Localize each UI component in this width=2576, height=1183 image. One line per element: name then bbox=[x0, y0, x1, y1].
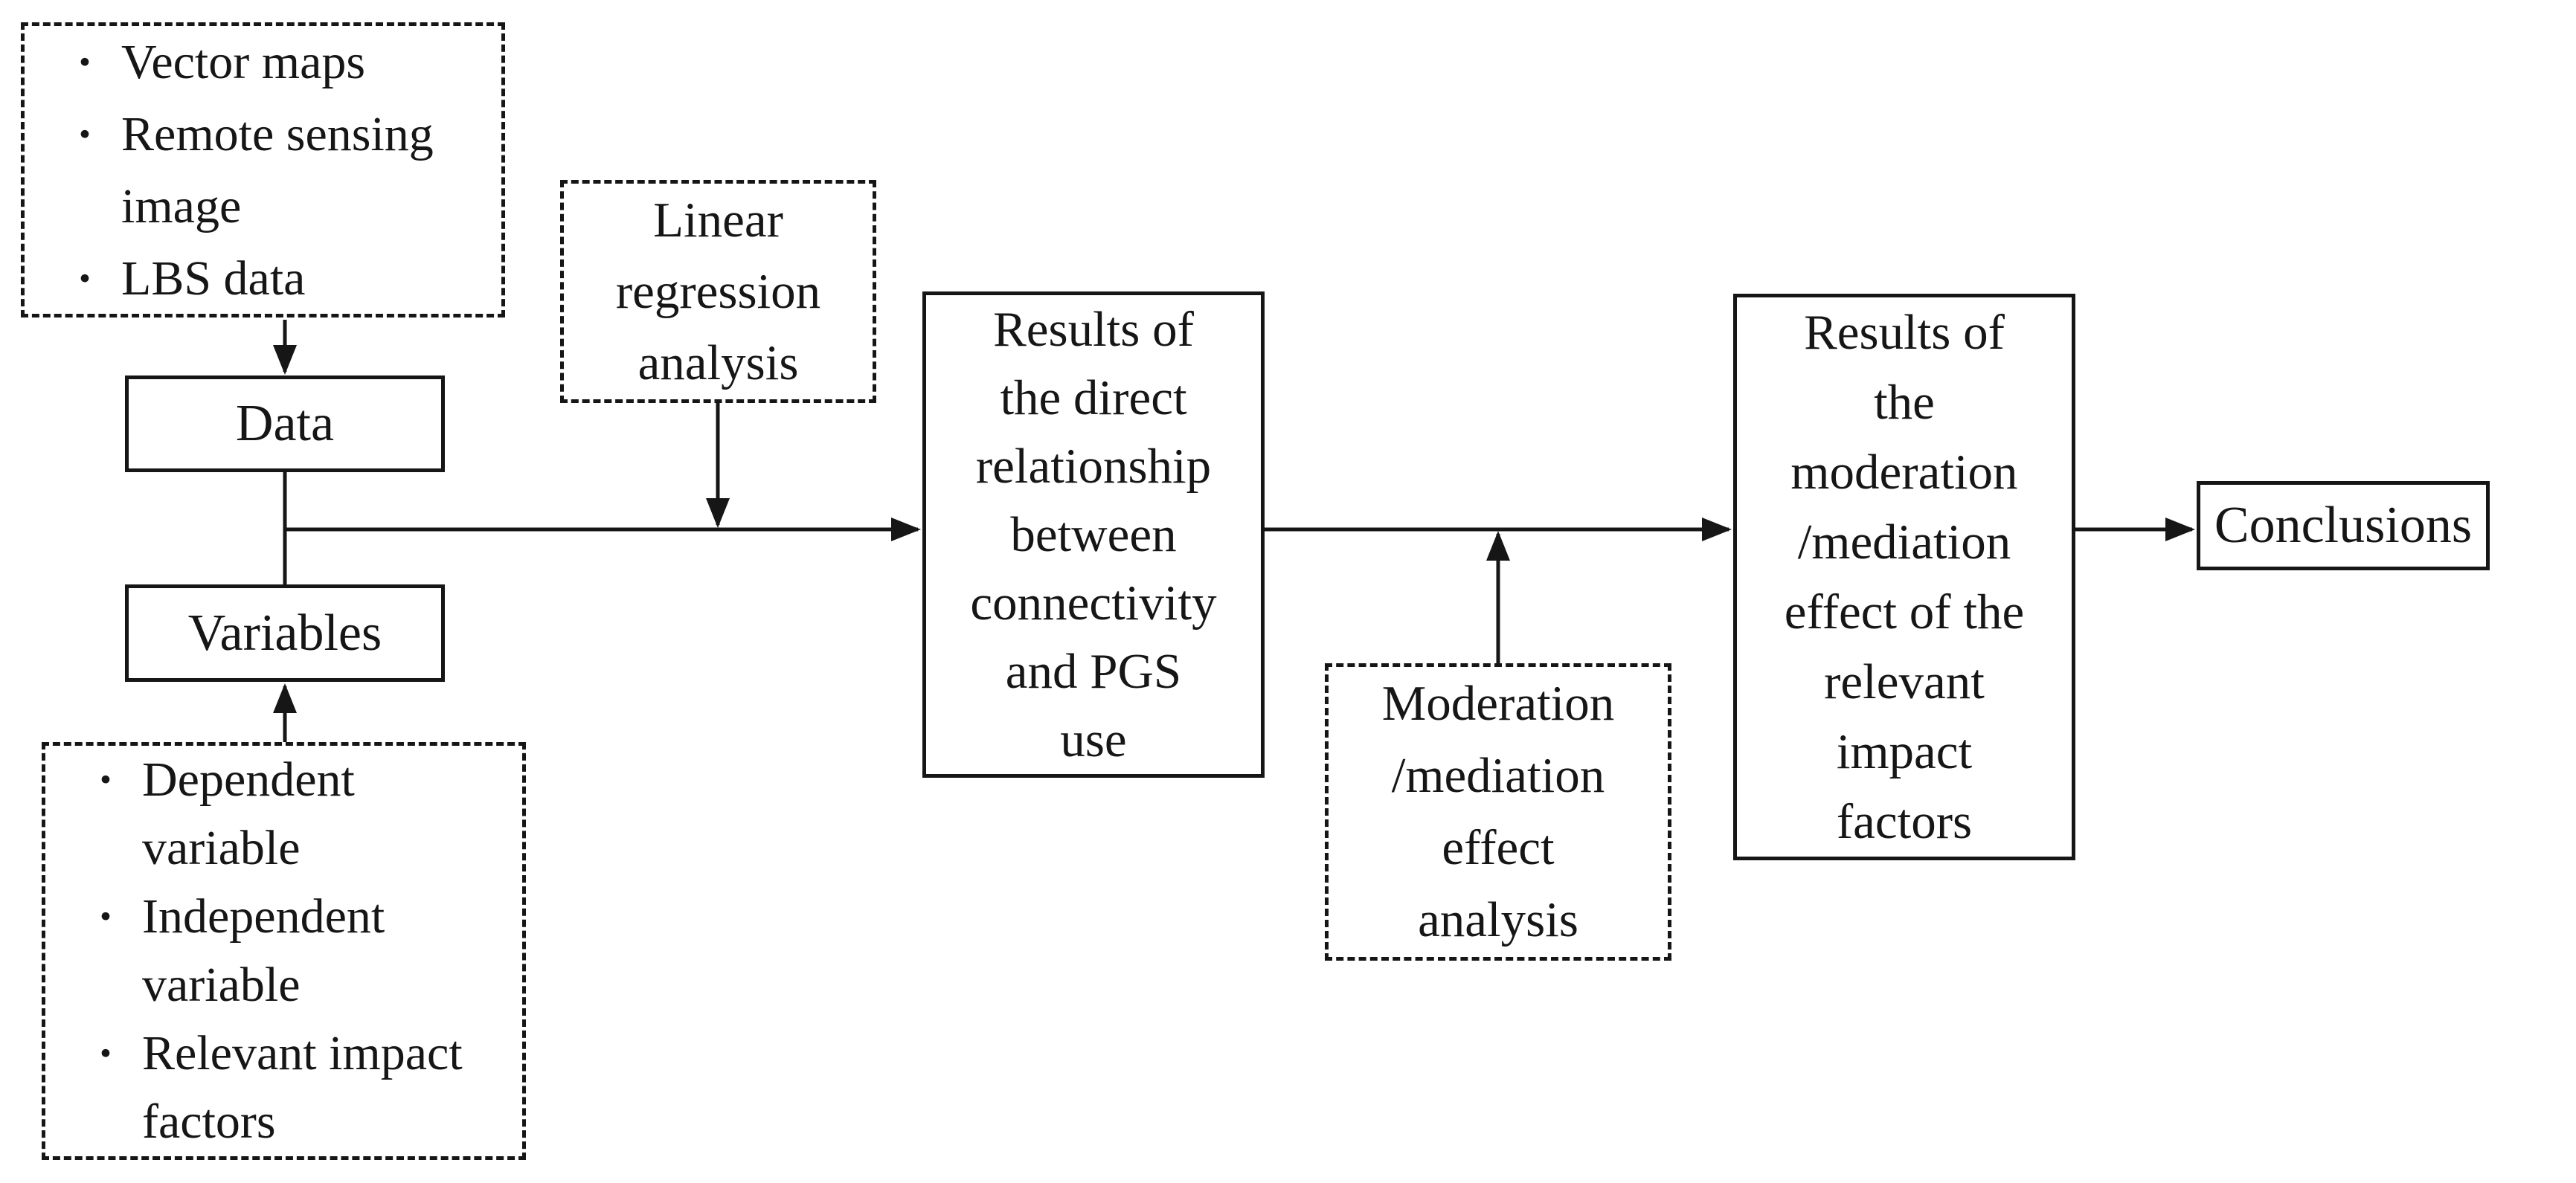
conclusions-label: Conclusions bbox=[2214, 497, 2473, 554]
moderation-analysis-label: Moderation /mediation effect analysis bbox=[1381, 676, 1615, 947]
variable-sources-list: Dependent variable Independent variable … bbox=[45, 746, 522, 1156]
direct-results-box: Results of the direct relationship betwe… bbox=[922, 291, 1265, 778]
list-item-relevant-impact-factors: Relevant impact factors bbox=[89, 1019, 501, 1156]
moderation-results-box: Results of the moderation /mediation eff… bbox=[1733, 294, 2075, 860]
data-sources-box: Vector maps Remote sensing image LBS dat… bbox=[21, 22, 505, 317]
list-item-independent-variable: Independent variable bbox=[89, 883, 501, 1019]
variable-sources-box: Dependent variable Independent variable … bbox=[42, 742, 526, 1160]
list-item-lbs-data: LBS data bbox=[68, 242, 481, 315]
list-item-remote-sensing-image: Remote sensing image bbox=[68, 98, 481, 242]
linear-regression-box: Linear regression analysis bbox=[560, 180, 876, 403]
moderation-results-label: Results of the moderation /mediation eff… bbox=[1784, 305, 2025, 849]
list-item-vector-maps: Vector maps bbox=[68, 26, 481, 98]
variables-box-label: Variables bbox=[187, 604, 382, 662]
data-box: Data bbox=[125, 375, 445, 472]
direct-results-label: Results of the direct relationship betwe… bbox=[970, 302, 1217, 767]
conclusions-box: Conclusions bbox=[2197, 481, 2490, 570]
variables-box: Variables bbox=[125, 584, 445, 682]
linear-regression-label: Linear regression analysis bbox=[615, 193, 821, 390]
data-sources-list: Vector maps Remote sensing image LBS dat… bbox=[25, 26, 501, 315]
moderation-analysis-box: Moderation /mediation effect analysis bbox=[1325, 663, 1671, 961]
data-box-label: Data bbox=[235, 395, 335, 452]
list-item-dependent-variable: Dependent variable bbox=[89, 746, 501, 883]
